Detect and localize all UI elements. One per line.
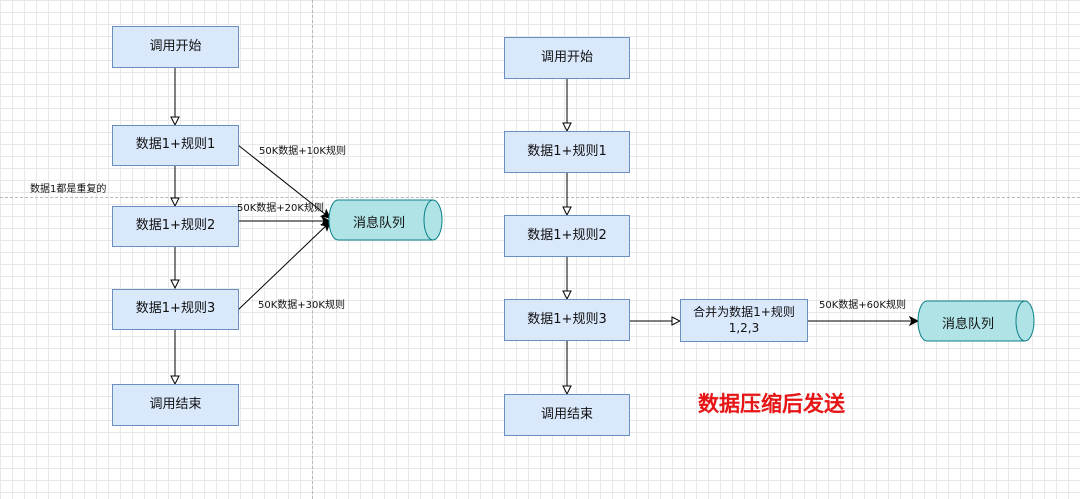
left-end-box[interactable]: 调用结束: [112, 384, 239, 426]
left-step3-box[interactable]: 数据1+规则3: [112, 289, 239, 330]
edge-left-step1-queue: [237, 144, 330, 218]
right-step3-box[interactable]: 数据1+规则3: [504, 299, 630, 341]
message-queue-right: [917, 300, 1035, 342]
compression-title: 数据压缩后发送: [698, 392, 845, 416]
left-step2-box[interactable]: 数据1+规则2: [112, 206, 239, 247]
left-edge2-label: 50K数据+20K规则: [237, 203, 324, 214]
left-edge1-label: 50K数据+10K规则: [259, 146, 346, 157]
right-edge-label: 50K数据+60K规则: [819, 300, 906, 311]
left-step1-box[interactable]: 数据1+规则1: [112, 125, 239, 166]
left-start-box[interactable]: 调用开始: [112, 26, 239, 68]
right-queue-label: 消息队列: [942, 317, 995, 332]
left-note: 数据1都是重复的: [30, 184, 107, 195]
right-end-box[interactable]: 调用结束: [504, 394, 630, 436]
right-merge-box[interactable]: 合并为数据1+规则 1,2,3: [680, 299, 808, 342]
message-queue-left: [328, 199, 443, 241]
left-queue-label: 消息队列: [353, 216, 406, 231]
left-edge3-label: 50K数据+30K规则: [258, 300, 345, 311]
horizontal-guide-line: [0, 197, 1080, 198]
edge-left-step3-queue: [237, 222, 330, 311]
right-start-box[interactable]: 调用开始: [504, 37, 630, 79]
right-step2-box[interactable]: 数据1+规则2: [504, 215, 630, 257]
vertical-guide-line: [312, 0, 313, 499]
right-step1-box[interactable]: 数据1+规则1: [504, 131, 630, 173]
